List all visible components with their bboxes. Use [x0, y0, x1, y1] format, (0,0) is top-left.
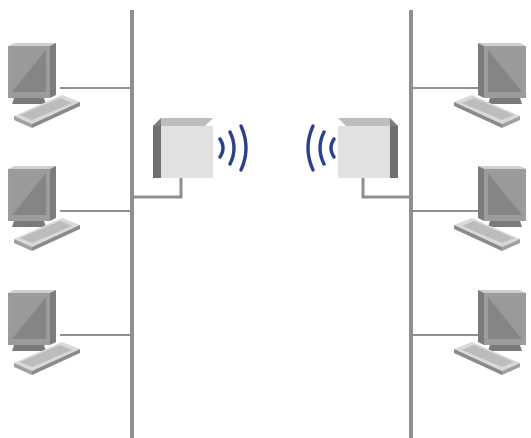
right-backbone-line [409, 10, 413, 438]
desktop-computer-icon [8, 290, 80, 375]
left-access-point-group [134, 118, 248, 199]
wireless-signal-icon [306, 124, 336, 172]
wireless-access-point-icon [153, 118, 213, 178]
desktop-computer-icon [8, 166, 80, 251]
right-access-point-group [306, 118, 409, 199]
right-access-point-link [361, 178, 409, 199]
desktop-computer-icon [8, 43, 80, 128]
right-computer-group [413, 43, 526, 375]
wireless-signal-icon [218, 124, 248, 172]
desktop-computer-icon [454, 166, 526, 251]
desktop-computer-icon [454, 290, 526, 375]
left-access-point-link [134, 178, 183, 199]
desktop-computer-icon [454, 43, 526, 128]
wireless-access-point-icon [338, 118, 398, 178]
left-computer-group [8, 43, 130, 375]
left-backbone-line [130, 10, 134, 438]
